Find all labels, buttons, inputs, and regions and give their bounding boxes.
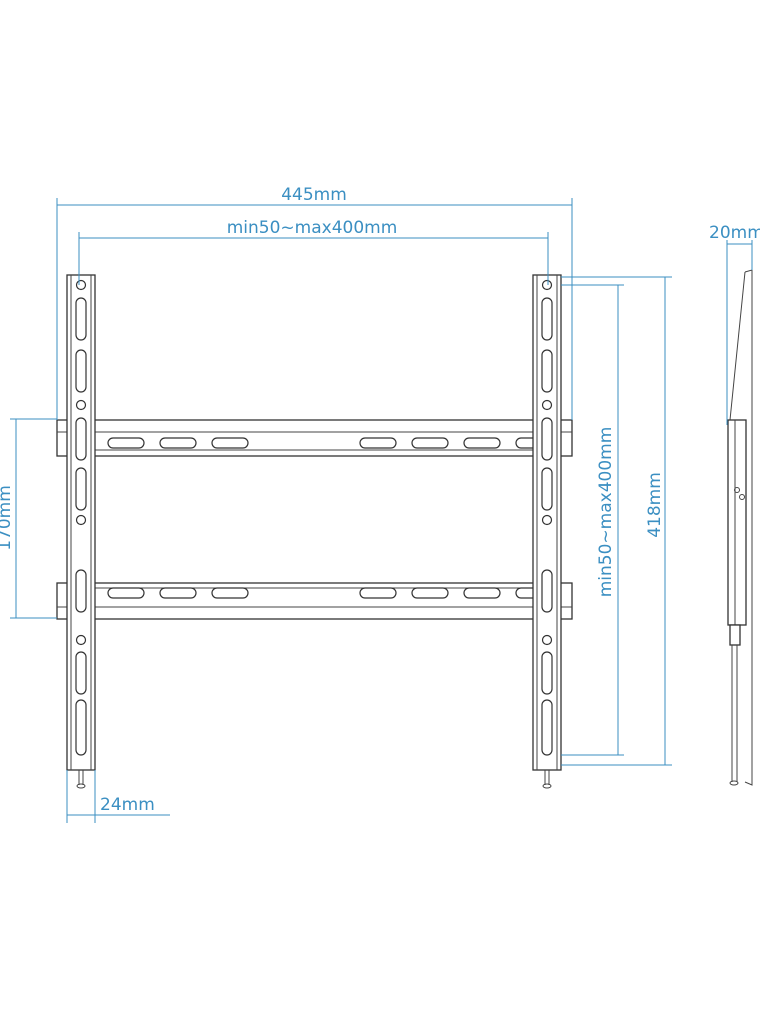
dimension-rail-width: 24mm <box>66 770 170 823</box>
dimension-vesa-horizontal: min50~max400mm <box>78 218 549 285</box>
dimension-overall-height: 418mm <box>561 276 672 766</box>
crossbar-slot <box>411 437 449 449</box>
crossbar-slot <box>463 587 501 599</box>
crossbar-slot <box>463 437 501 449</box>
crossbar-slot <box>411 587 449 599</box>
rail-hole <box>541 514 553 526</box>
rail-hole <box>75 514 87 526</box>
dimension-overall-width: 445mm <box>56 185 573 420</box>
overall-width-label: 445mm <box>281 185 347 205</box>
dimension-profile-depth: 20mm <box>709 223 760 425</box>
rail-slot <box>541 569 553 613</box>
rail-width-label: 24mm <box>100 795 155 815</box>
vesa-vertical-label: min50~max400mm <box>596 427 616 598</box>
rail-hole <box>541 634 553 646</box>
rail-slot <box>75 417 87 461</box>
vesa-horizontal-label: min50~max400mm <box>227 218 398 238</box>
crossbar-slot <box>359 437 397 449</box>
rail-slot <box>541 699 553 756</box>
rail-slot <box>541 349 553 393</box>
rail-holes <box>75 279 553 756</box>
side-profile-view <box>727 269 753 786</box>
rail-hole <box>541 279 553 291</box>
crossbar-slot <box>159 587 197 599</box>
rail-hole <box>541 399 553 411</box>
bar-span-label: 170mm <box>0 485 15 551</box>
rail-hole <box>75 634 87 646</box>
crossbar-slot <box>359 587 397 599</box>
overall-height-label: 418mm <box>645 472 665 538</box>
rail-hole <box>75 279 87 291</box>
crossbar-slot <box>107 587 145 599</box>
crossbar-slots <box>107 437 553 599</box>
rail-slot <box>75 349 87 393</box>
crossbar-slot <box>159 437 197 449</box>
rail-slot <box>541 417 553 461</box>
dimension-bar-span: 170mm <box>0 418 57 619</box>
rail-slot <box>75 569 87 613</box>
dimension-vesa-vertical: min50~max400mm <box>561 284 624 756</box>
rail-hole <box>75 399 87 411</box>
rail-slot <box>75 699 87 756</box>
crossbar-slot <box>107 437 145 449</box>
profile-depth-label: 20mm <box>709 223 760 243</box>
crossbar-slot <box>211 437 249 449</box>
crossbar-slot <box>211 587 249 599</box>
rail-slot <box>75 651 87 695</box>
rail-slot <box>75 297 87 341</box>
rail-slot <box>541 297 553 341</box>
rail-slot <box>541 651 553 695</box>
rail-slot <box>541 467 553 511</box>
rail-slot <box>75 467 87 511</box>
